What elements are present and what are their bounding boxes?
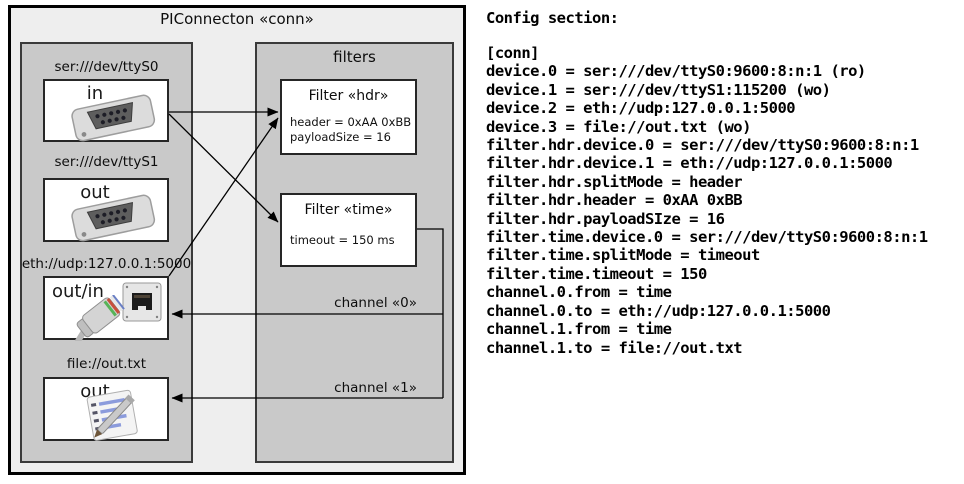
config-line: filter.time.device.0 = ser:///dev/ttyS0:… bbox=[486, 228, 928, 247]
filter-hdr-title: Filter «hdr» bbox=[308, 88, 389, 104]
device-port-label: out/in bbox=[52, 281, 104, 302]
device-port-label: out bbox=[80, 182, 110, 203]
config-line: channel.0.to = eth://udp:127.0.0.1:5000 bbox=[486, 301, 831, 320]
channel-1-label: channel «1» bbox=[334, 380, 417, 396]
serial-db9-connector-icon bbox=[71, 94, 156, 142]
device-label-ttys0: ser:///dev/ttyS0 bbox=[54, 59, 159, 75]
config-line: device.1 = ser:///dev/ttyS1:115200 (wo) bbox=[486, 80, 831, 99]
device-box-ttys0: in bbox=[43, 79, 169, 142]
device-label-ttys1: ser:///dev/ttyS1 bbox=[54, 154, 159, 170]
device-box-file: out bbox=[43, 377, 169, 441]
config-line: channel.0.from = time bbox=[486, 283, 672, 302]
config-line: filter.hdr.device.0 = ser:///dev/ttyS0:9… bbox=[486, 136, 919, 155]
config-line: filter.hdr.device.1 = eth://udp:127.0.0.… bbox=[486, 154, 893, 173]
device-box-eth: out/in bbox=[43, 276, 169, 341]
config-section: Config section: [conn] device.0 = ser://… bbox=[486, 9, 928, 357]
serial-db9-connector-icon bbox=[71, 194, 156, 242]
device-port-label: in bbox=[86, 83, 104, 104]
config-line: channel.1.from = time bbox=[486, 320, 672, 339]
config-line: filter.hdr.splitMode = header bbox=[486, 172, 743, 191]
device-label-eth: eth://udp:127.0.0.1:5000 bbox=[21, 256, 192, 272]
filter-time-timeout-property: timeout = 150 ms bbox=[290, 233, 395, 247]
config-line: device.0 = ser:///dev/ttyS0:9600:8:n:1 (… bbox=[486, 62, 866, 81]
filter-box-time: Filter «time» timeout = 150 ms bbox=[280, 193, 417, 267]
filter-time-title: Filter «time» bbox=[304, 202, 393, 218]
diagram-title: PIConnecton «conn» bbox=[160, 10, 314, 28]
config-line: filter.time.timeout = 150 bbox=[486, 264, 707, 283]
device-label-file: file://out.txt bbox=[66, 356, 147, 372]
config-line: filter.time.splitMode = timeout bbox=[486, 246, 760, 265]
config-section-title: Config section: bbox=[486, 9, 619, 27]
channel-0-label: channel «0» bbox=[334, 295, 417, 311]
ethernet-jack-icon bbox=[122, 282, 162, 322]
filter-hdr-payloadsize-property: payloadSize = 16 bbox=[290, 130, 391, 144]
device-box-ttys1: out bbox=[43, 178, 169, 242]
config-line: device.3 = file://out.txt (wo) bbox=[486, 117, 751, 136]
config-line: channel.1.to = file://out.txt bbox=[486, 338, 743, 357]
filters-panel-title: filters bbox=[333, 48, 376, 66]
notepad-pencil-icon bbox=[86, 389, 138, 441]
config-line: [conn] bbox=[486, 44, 539, 62]
ethernet-cable-icon bbox=[73, 295, 125, 341]
filter-hdr-header-property: header = 0xAA 0xBB bbox=[290, 115, 412, 129]
config-line: device.2 = eth://udp:127.0.0.1:5000 bbox=[486, 99, 796, 118]
filter-box-hdr: Filter «hdr» header = 0xAA 0xBB payloadS… bbox=[280, 79, 417, 155]
config-line: filter.hdr.payloadSIze = 16 bbox=[486, 209, 725, 228]
config-line: filter.hdr.header = 0xAA 0xBB bbox=[486, 191, 743, 210]
